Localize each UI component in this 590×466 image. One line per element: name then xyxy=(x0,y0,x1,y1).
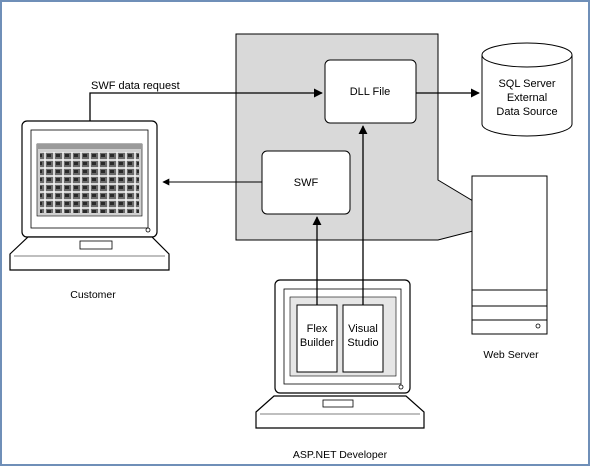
flex-builder-node: Flex Builder xyxy=(296,304,338,373)
vs-label-line1: Visual xyxy=(348,323,378,335)
sql-label-line2: External xyxy=(507,92,547,104)
sql-label-line1: SQL Server xyxy=(498,78,555,90)
swf-request-arrow xyxy=(89,88,323,121)
dll-file-label: DLL File xyxy=(350,86,391,98)
customer-screen-thumbnails xyxy=(40,152,139,213)
flex-label-line1: Flex xyxy=(307,323,328,335)
dll-file-node: DLL File xyxy=(324,59,417,124)
swf-label: SWF xyxy=(294,177,319,189)
sql-server-cylinder: SQL Server External Data Source xyxy=(481,42,573,137)
developer-computer xyxy=(255,279,425,429)
customer-label: Customer xyxy=(70,289,116,301)
sql-label-line3: Data Source xyxy=(496,106,557,118)
swf-request-label: SWF data request xyxy=(91,80,180,92)
vs-label-line2: Studio xyxy=(347,337,378,349)
flex-label-line2: Builder xyxy=(300,337,335,349)
web-server-tower xyxy=(471,175,548,335)
web-server-label: Web Server xyxy=(483,349,539,361)
customer-computer xyxy=(9,120,170,271)
developer-label: ASP.NET Developer xyxy=(293,449,388,461)
visual-studio-node: Visual Studio xyxy=(342,304,384,373)
swf-node: SWF xyxy=(261,150,351,215)
